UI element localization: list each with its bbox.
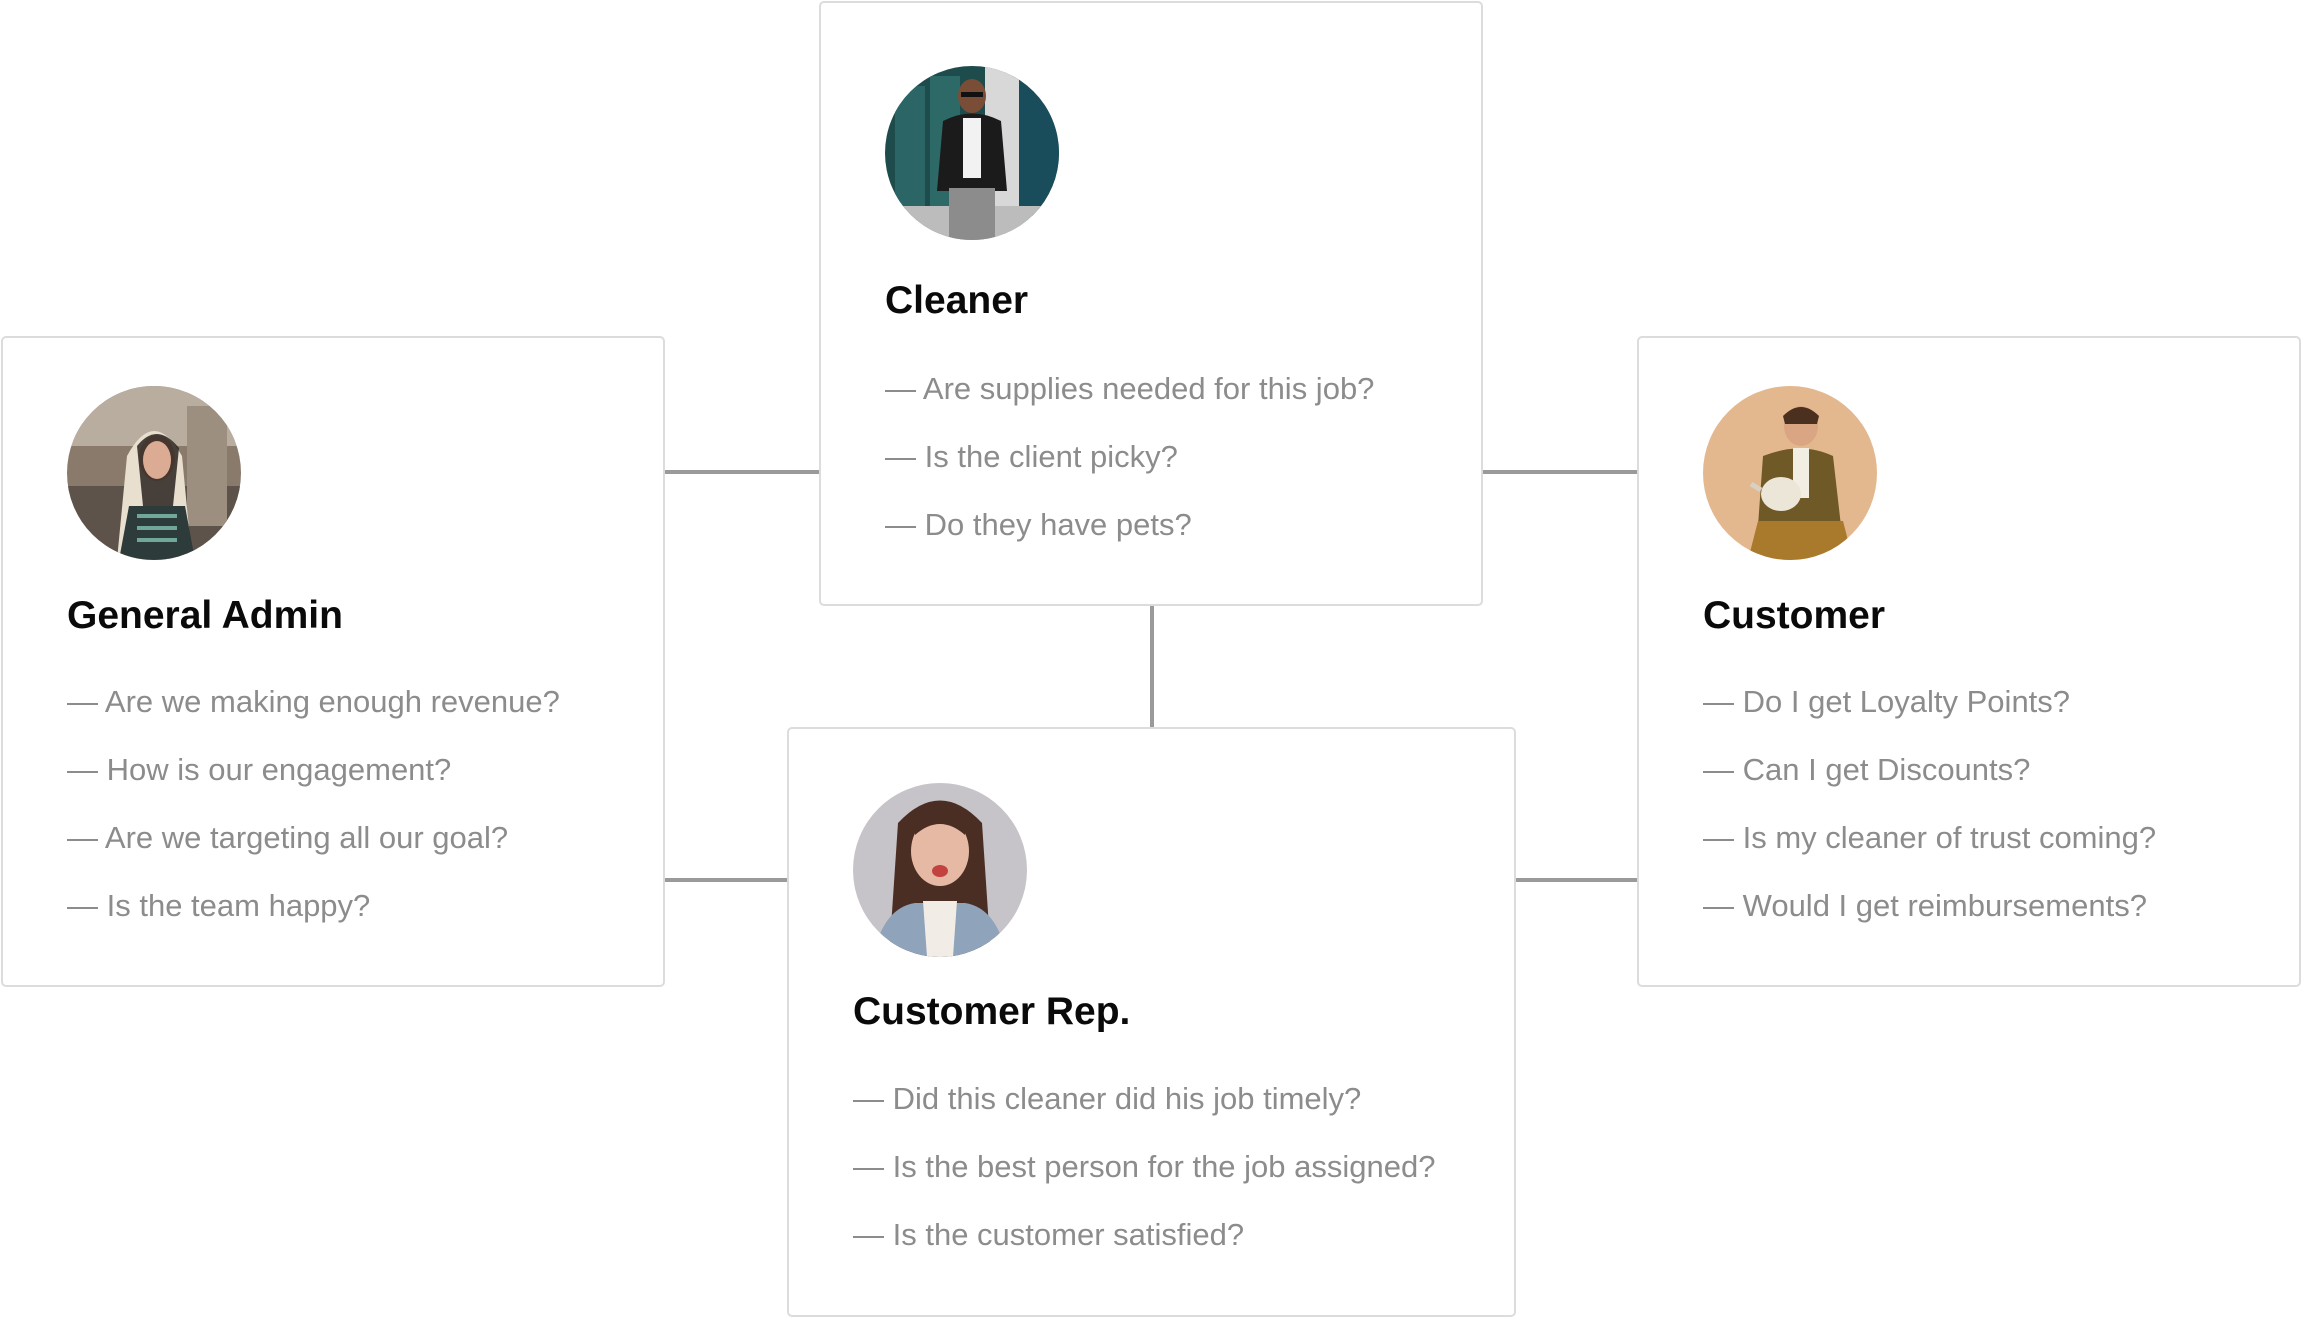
- question-item: Do I get Loyalty Points?: [1703, 668, 2156, 736]
- woman-portrait-photo-icon: [67, 386, 241, 560]
- persona-card-customer: Customer Do I get Loyalty Points? Can I …: [1637, 336, 2301, 987]
- avatar: [67, 386, 241, 560]
- connector-admin-cleaner: [663, 470, 821, 474]
- avatar: [853, 783, 1027, 957]
- question-item: Is the client picky?: [885, 423, 1374, 491]
- question-item: Is the team happy?: [67, 872, 560, 940]
- card-title: Customer: [1703, 594, 1886, 637]
- question-list: Are supplies needed for this job? Is the…: [885, 355, 1375, 559]
- connector-admin-rep: [663, 878, 789, 882]
- avatar: [885, 66, 1059, 240]
- card-title: General Admin: [67, 594, 343, 637]
- card-title: Cleaner: [885, 279, 1029, 322]
- question-item: Can I get Discounts?: [1703, 736, 2156, 804]
- connector-cleaner-rep: [1150, 604, 1154, 728]
- question-item: Is my cleaner of trust coming?: [1703, 804, 2157, 872]
- question-item: Are we targeting all our goal?: [67, 804, 560, 872]
- man-leather-jacket-photo-icon: [885, 66, 1059, 240]
- persona-card-customer-rep: Customer Rep. Did this cleaner did his j…: [787, 727, 1516, 1317]
- card-title: Customer Rep.: [853, 990, 1131, 1033]
- connector-cleaner-customer: [1481, 470, 1639, 474]
- question-list: Are we making enough revenue? How is our…: [67, 668, 560, 940]
- question-item: Is the customer satisfied?: [853, 1201, 1435, 1269]
- persona-card-cleaner: Cleaner Are supplies needed for this job…: [819, 1, 1483, 606]
- question-item: Are supplies needed for this job?: [885, 355, 1375, 423]
- question-list: Do I get Loyalty Points? Can I get Disco…: [1703, 668, 2157, 940]
- question-item: Did this cleaner did his job timely?: [853, 1065, 1435, 1133]
- man-with-teapot-photo-icon: [1703, 386, 1877, 560]
- woman-pouting-photo-icon: [853, 783, 1027, 957]
- question-list: Did this cleaner did his job timely? Is …: [853, 1065, 1436, 1269]
- question-item: Do they have pets?: [885, 491, 1374, 559]
- question-item: Is the best person for the job assigned?: [853, 1133, 1436, 1201]
- question-item: Would I get reimbursements?: [1703, 872, 2156, 940]
- connector-rep-customer: [1514, 878, 1639, 882]
- question-item: Are we making enough revenue?: [67, 668, 560, 736]
- persona-card-general-admin: General Admin Are we making enough reven…: [1, 336, 665, 987]
- question-item: How is our engagement?: [67, 736, 560, 804]
- avatar: [1703, 386, 1877, 560]
